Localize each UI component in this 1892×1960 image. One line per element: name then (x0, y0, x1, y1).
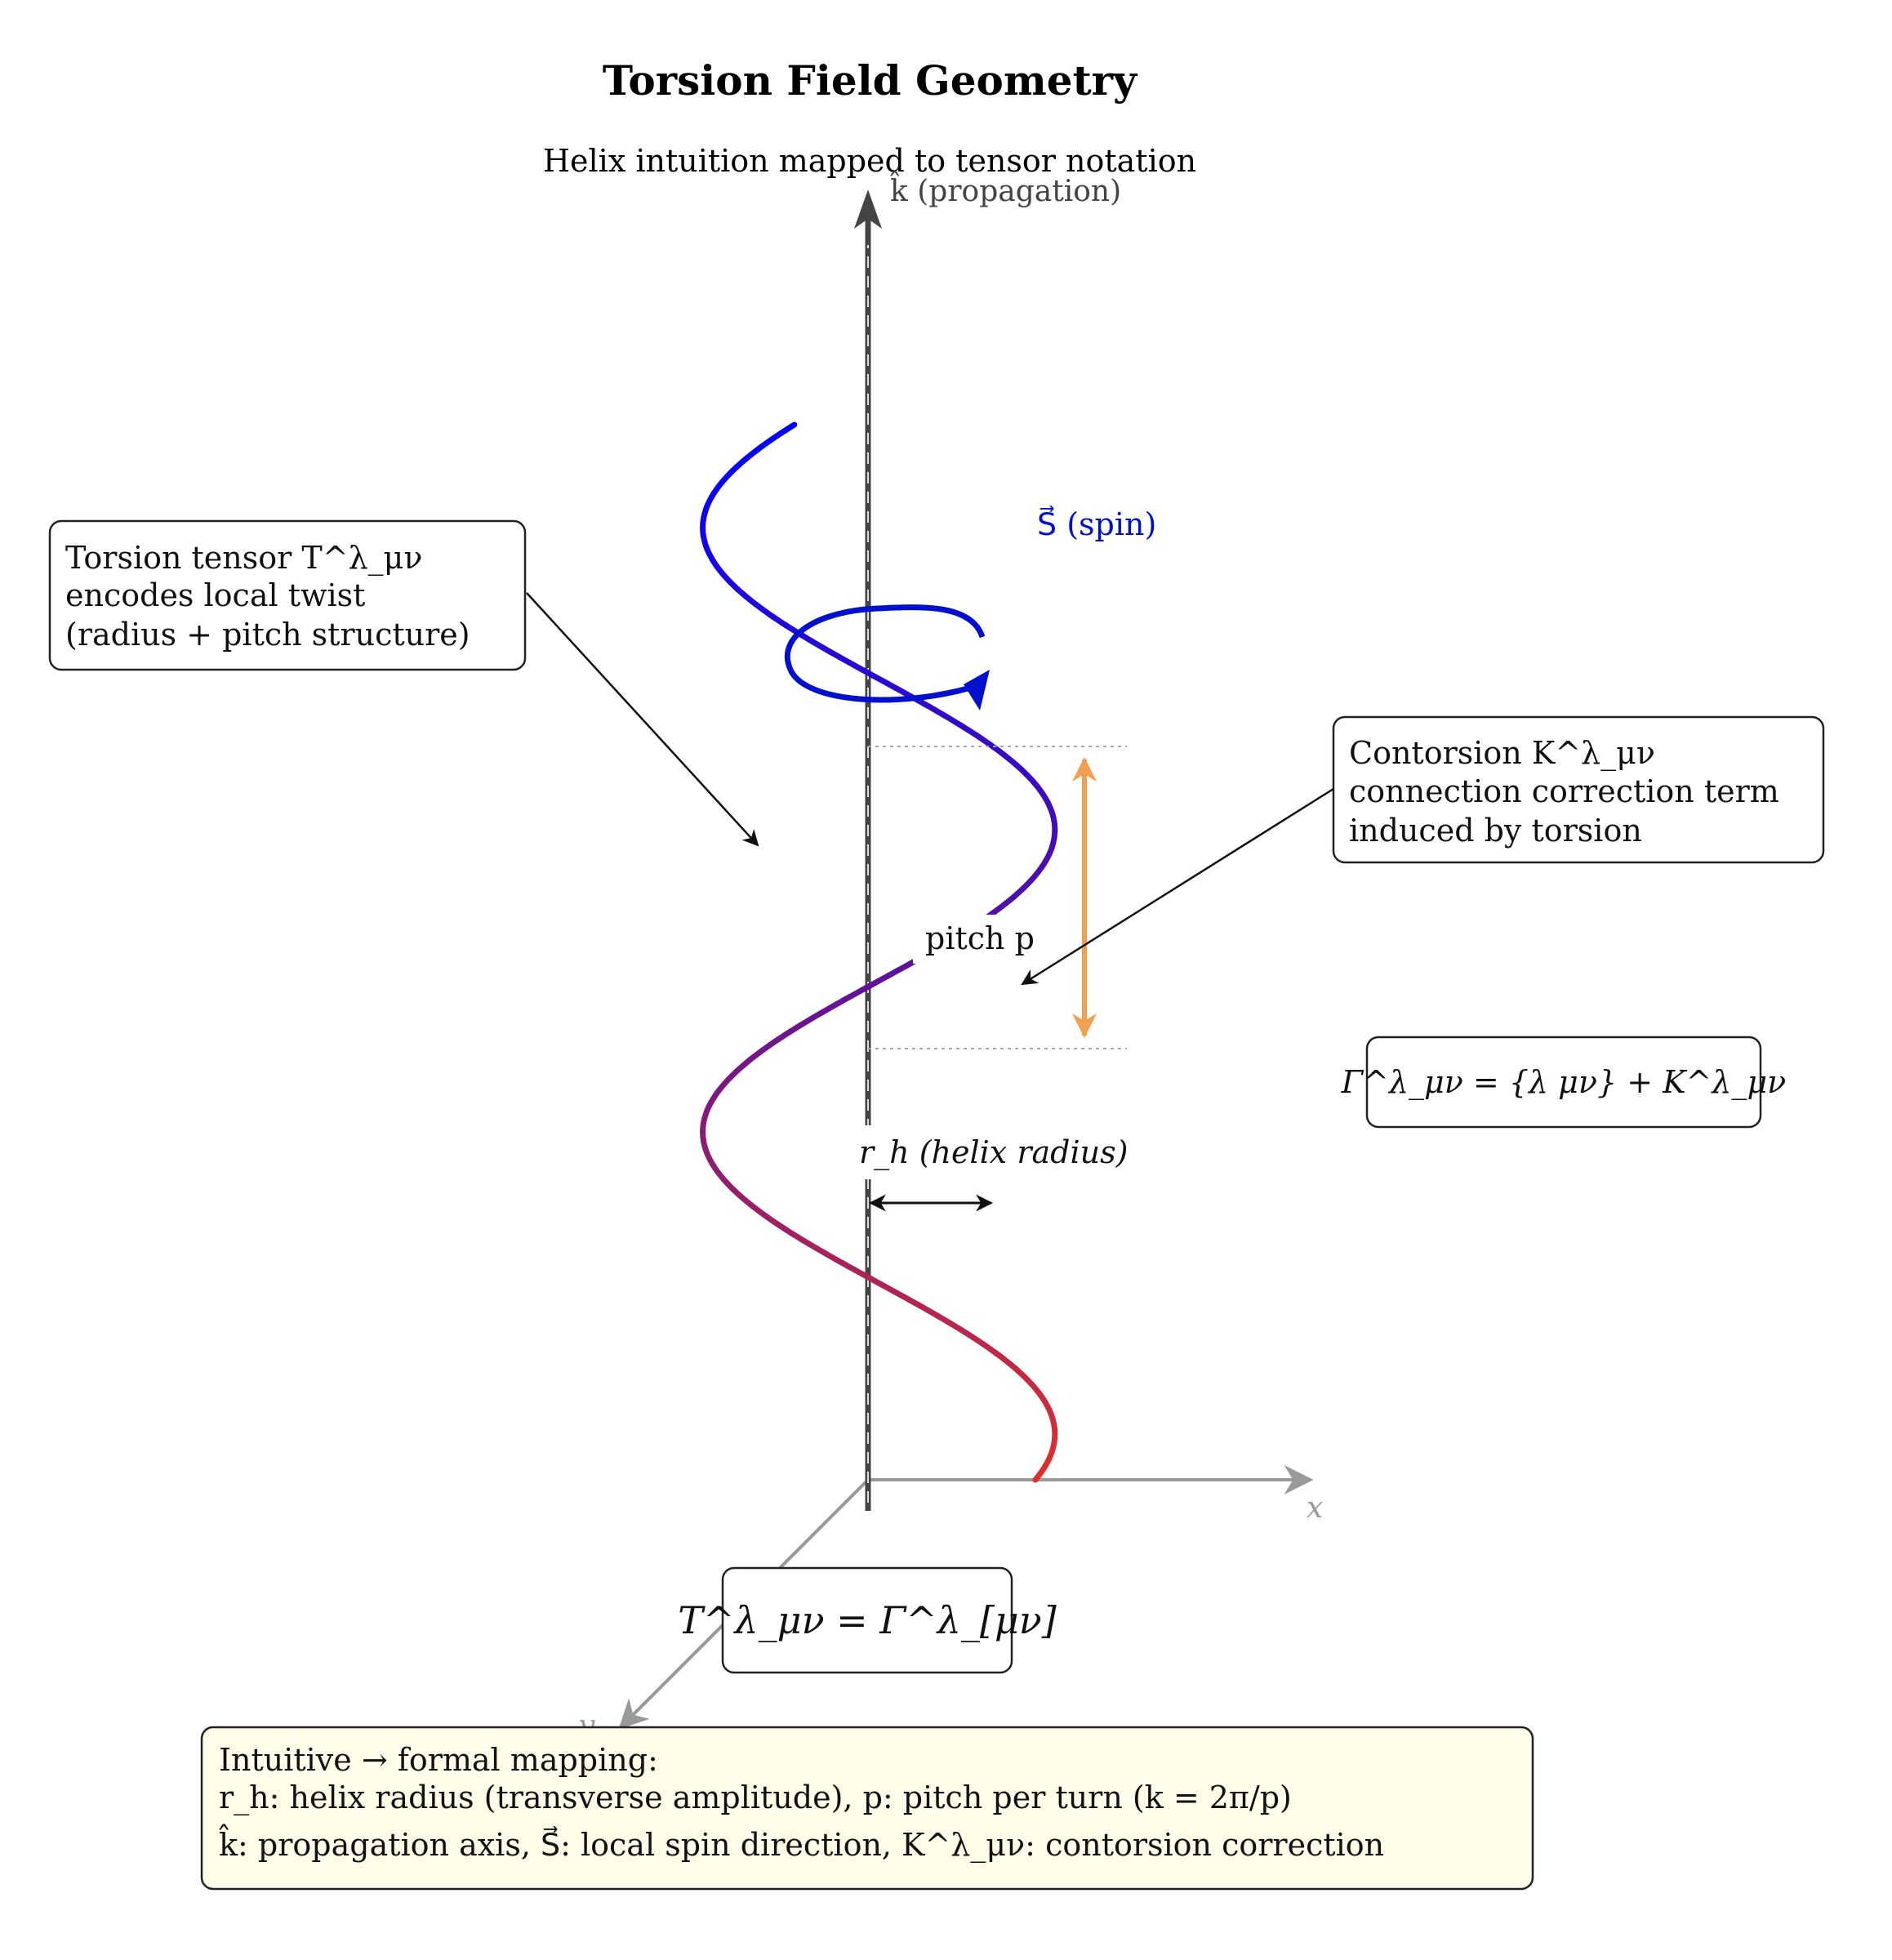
mapping-line-1: Intuitive → formal mapping: (219, 1742, 658, 1778)
contorsion-pointer (1021, 787, 1334, 986)
mapping-line-2: r_h: helix radius (transverse amplitude)… (219, 1780, 1292, 1816)
torsion-line-1: Torsion tensor T^λ_μν (65, 540, 422, 577)
pitch-label-bg (913, 915, 1052, 964)
torsion-equation: T^λ_μν = Γ^λ_[μν] (678, 1598, 1056, 1642)
spin-arrowhead (964, 670, 990, 710)
propagation-axis-arrowhead (854, 189, 882, 229)
torsion-annotation: Torsion tensor T^λ_μν encodes local twis… (48, 519, 527, 671)
contorsion-line-2: connection correction term (1349, 773, 1779, 809)
connection-equation-box: Γ^λ_μν = {λ μν} + K^λ_μν (1341, 1036, 1787, 1129)
torsion-equation-box: T^λ_μν = Γ^λ_[μν] (678, 1566, 1057, 1674)
torsion-line-2: encodes local twist (65, 577, 365, 613)
torsion-line-3: (radius + pitch structure) (65, 617, 470, 653)
contorsion-line-1: Contorsion K^λ_μν (1349, 735, 1655, 772)
propagation-axis-label: k̂ (propagation) (890, 171, 1121, 208)
pitch-label: pitch p (925, 920, 1035, 956)
contorsion-line-3: induced by torsion (1349, 813, 1642, 849)
mapping-line-3: k̂: propagation axis, S⃗: local spin dir… (219, 1824, 1385, 1864)
torsion-pointer (526, 592, 759, 847)
spin-rotation-arrow (784, 604, 986, 703)
x-axis-label: x (1307, 1491, 1323, 1525)
radius-label-bg (843, 1125, 1153, 1179)
radius-label: r_h (helix radius) (859, 1134, 1128, 1171)
spin-label: S⃗ (spin) (1037, 506, 1156, 542)
connection-equation: Γ^λ_μν = {λ μν} + K^λ_μν (1341, 1064, 1787, 1101)
contorsion-annotation: Contorsion K^λ_μν connection correction … (1332, 715, 1825, 864)
mapping-box: Intuitive → formal mapping: r_h: helix r… (200, 1726, 1534, 1891)
page-title: Torsion Field Geometry (603, 56, 1138, 105)
page-subtitle: Helix intuition mapped to tensor notatio… (543, 143, 1196, 179)
